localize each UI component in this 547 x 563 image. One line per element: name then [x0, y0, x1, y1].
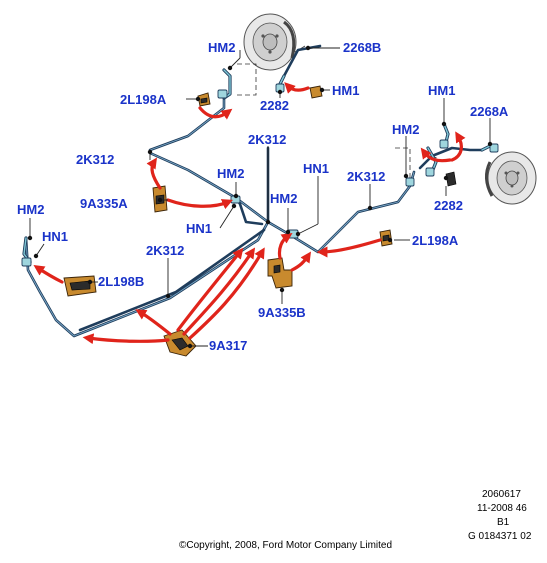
label-2l198a-top: 2L198A — [120, 92, 167, 107]
label-hm2-far-left: HM2 — [17, 202, 44, 217]
label-hn1-center-left: HN1 — [186, 221, 212, 236]
label-hm2-mid: HM2 — [270, 191, 297, 206]
bracket-2l198a-top — [197, 92, 211, 107]
label-2282-top: 2282 — [260, 98, 289, 113]
label-hn1-center-right: HN1 — [303, 161, 329, 176]
leader-lines — [27, 45, 493, 349]
drawing-date: 11-2008 46 — [477, 503, 527, 514]
label-hm1-top: HM1 — [332, 83, 359, 98]
assembly-arrows — [33, 82, 466, 345]
label-hm2-top-left: HM2 — [208, 40, 235, 55]
part-labels: HM2 2268B 2L198A HM1 2282 HM1 2268A HM2 … — [17, 40, 509, 353]
rear-left-brake-disc — [243, 13, 297, 71]
clip-hm1-top — [309, 85, 323, 99]
label-2k312-right: 2K312 — [347, 169, 385, 184]
label-9a335a: 9A335A — [80, 196, 128, 211]
label-2k312-left: 2K312 — [76, 152, 114, 167]
label-9a317: 9A317 — [209, 338, 247, 353]
label-2l198b: 2L198B — [98, 274, 144, 289]
copyright-notice: ©Copyright, 2008, Ford Motor Company Lim… — [179, 540, 392, 551]
clip-2282-right — [445, 171, 457, 187]
bracket-2l198b — [63, 275, 97, 297]
drawing-revision: B1 — [497, 517, 510, 528]
bracket-9a335b — [267, 257, 293, 289]
label-hm2-center: HM2 — [217, 166, 244, 181]
label-2k312-lower: 2K312 — [146, 243, 184, 258]
label-hm1-right: HM1 — [428, 83, 455, 98]
label-9a335b: 9A335B — [258, 305, 306, 320]
front-right-brake-disc — [485, 151, 537, 205]
label-hn1-far-left: HN1 — [42, 229, 68, 244]
bracket-9a317 — [163, 329, 197, 357]
drawing-ref: G 0184371 02 — [468, 531, 532, 542]
drawing-number: 2060617 — [482, 489, 521, 500]
label-2282-right: 2282 — [434, 198, 463, 213]
label-2l198a-right: 2L198A — [412, 233, 459, 248]
label-hm2-right: HM2 — [392, 122, 419, 137]
label-2k312-top-center: 2K312 — [248, 132, 286, 147]
bracket-2l198a-right — [379, 229, 393, 247]
label-2268b: 2268B — [343, 40, 381, 55]
drawing-reference-block: 2060617 11-2008 46 B1 G 0184371 02 — [468, 489, 532, 542]
label-2268a: 2268A — [470, 104, 509, 119]
